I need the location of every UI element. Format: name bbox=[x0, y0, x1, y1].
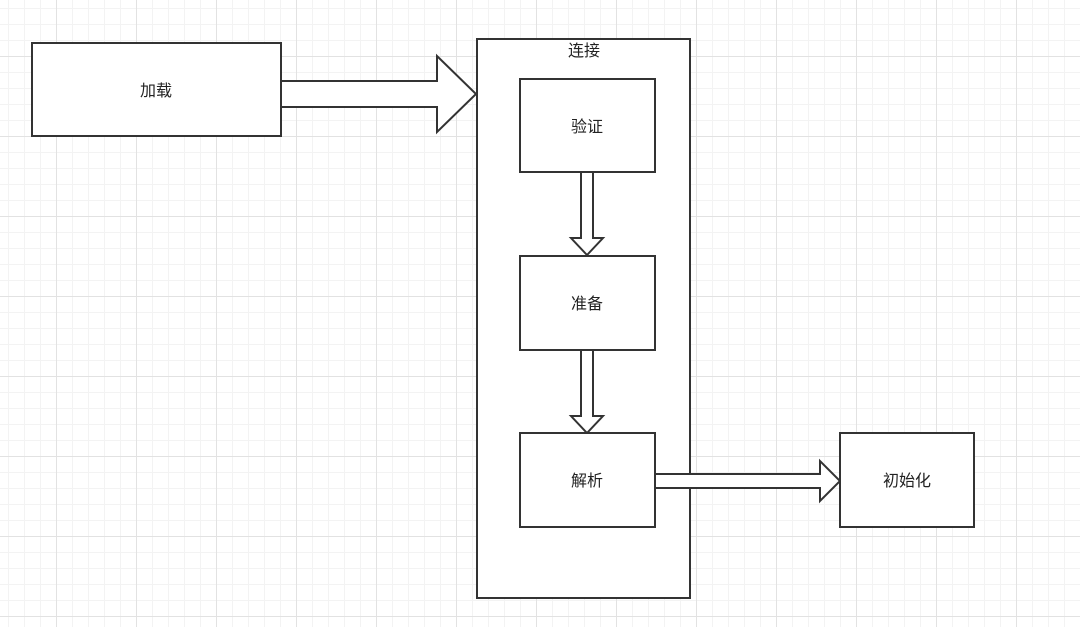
linking-label: 连接 bbox=[568, 41, 600, 60]
initialize-node[interactable]: 初始化 bbox=[839, 432, 975, 528]
prepare-to-resolve-arrow bbox=[568, 349, 606, 435]
load-label: 加载 bbox=[140, 81, 172, 100]
prepare-label: 准备 bbox=[571, 294, 603, 313]
resolve-node[interactable]: 解析 bbox=[519, 432, 656, 528]
initialize-label: 初始化 bbox=[883, 471, 931, 490]
prepare-node[interactable]: 准备 bbox=[519, 255, 656, 351]
load-to-linking-arrow bbox=[280, 53, 478, 135]
resolve-to-initialize-arrow bbox=[654, 458, 842, 504]
load-node[interactable]: 加载 bbox=[31, 42, 282, 137]
verify-to-prepare-arrow bbox=[568, 171, 606, 257]
resolve-label: 解析 bbox=[571, 471, 603, 490]
verify-node[interactable]: 验证 bbox=[519, 78, 656, 173]
verify-label: 验证 bbox=[571, 117, 603, 136]
